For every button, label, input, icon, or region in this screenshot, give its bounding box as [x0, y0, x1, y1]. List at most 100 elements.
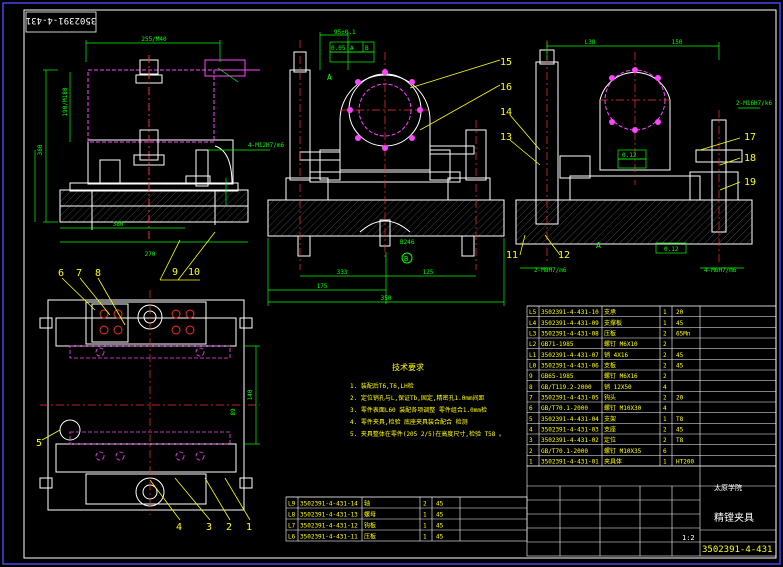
part-bottom-mat: 45 [436, 534, 444, 541]
part-right-code: GB71-1985 [541, 341, 574, 348]
part-right-no: 4 [529, 427, 533, 434]
right-view-dims [520, 42, 760, 269]
tol-datum-b: B [365, 45, 369, 52]
dim-4m8: 4-M6H7/m6 [704, 267, 737, 274]
part-right-qty: 1 [663, 459, 667, 466]
note-line-5: 5. 夹具整体在零件(205 2/5)在高度尺寸,检验 T58 。 [350, 430, 505, 438]
callout-9: 9 [172, 267, 178, 278]
part-bottom-mat: 45 [436, 512, 444, 519]
part-bottom-no: L9 [288, 501, 296, 508]
part-right-name: 销 4X16 [604, 351, 628, 359]
dim-190: 190/M180 [62, 87, 69, 116]
callout-5: 5 [36, 438, 42, 449]
front-view [59, 55, 260, 240]
part-right-code: 3502391-4-431-10 [541, 309, 599, 316]
part-bottom-mat: 45 [436, 523, 444, 530]
part-right-qty: 1 [663, 416, 667, 423]
tol-box-text: 0.05 A B 95±0.1 175 350 333 125 B246 [317, 29, 434, 302]
part-right-no: L3 [529, 331, 537, 338]
plan-view-centers [40, 290, 260, 515]
dim-380-v: 380 [37, 144, 44, 155]
dim-150: 150 [672, 39, 683, 46]
part-right-name: 支撑板 [604, 319, 622, 327]
part-right-code: 3502391-4-431-04 [541, 416, 599, 423]
part-right-mat: 45 [676, 363, 684, 370]
tol-datum-a: A [350, 45, 354, 52]
part-bottom-qty: 2 [423, 501, 427, 508]
part-right-name: 支承 [604, 308, 616, 316]
dim-2m: 2-M16H7/k6 [736, 100, 773, 107]
part-right-mat: T8 [676, 437, 684, 444]
side-view [267, 51, 505, 257]
part-right-qty: 2 [663, 331, 667, 338]
title-block-grid [526, 465, 777, 557]
front-view-dims [34, 40, 270, 243]
part-right-name: 螺钉 M6X16 [604, 372, 638, 380]
notes-title: 技术要求 [392, 362, 424, 372]
dim-380: 380 [113, 221, 124, 228]
part-right-qty: 2 [663, 341, 667, 348]
part-right-no: 8 [529, 384, 533, 391]
title-block-text: 太原学院 精镗夹具 3502391-4-431 1:2 [682, 483, 772, 555]
dim-140: 140 [247, 389, 254, 400]
plan-view [39, 299, 253, 511]
part-bottom-mat: 45 [436, 501, 444, 508]
side-view-holes [347, 69, 423, 151]
callout-7: 7 [76, 268, 82, 279]
part-right-name: 螺钉 M10X35 [604, 447, 642, 455]
note-line-2: 2. 定位销孔与L,保证Tb,固定,精密孔1.0mm间距 [350, 394, 485, 402]
part-right-no: L1 [529, 352, 537, 359]
part-right-mat: 45 [676, 427, 684, 434]
part-right-no: 5 [529, 416, 533, 423]
note-line-4: 4. 零件夹具,检验 底座夹具装合配合 检测 [350, 418, 468, 426]
part-right-code: 3502391-4-431-02 [541, 437, 599, 444]
right-view-centers [546, 40, 720, 262]
title-stamp: 3502391-4-431 [26, 15, 96, 25]
part-right-mat: T8 [676, 416, 684, 423]
part-right-code: GB/T70.1-2000 [541, 448, 588, 455]
dim-012: 0.12 [664, 246, 679, 253]
part-right-code: 3502391-4-431-09 [541, 320, 599, 327]
title-drawing-name: 精镗夹具 [714, 511, 754, 524]
part-bottom-no: L7 [288, 523, 296, 530]
part-right-code: 3502391-4-431-08 [541, 331, 599, 338]
technical-notes: 技术要求 1. 装配后T6,T6,LH检 2. 定位销孔与L,保证Tb,固定,精… [350, 362, 505, 438]
part-right-no: 1 [529, 459, 533, 466]
part-right-qty: 4 [663, 405, 667, 412]
part-bottom-qty: 1 [423, 534, 427, 541]
plan-view-holes [99, 309, 195, 335]
part-right-code: 3502391-4-431-05 [541, 395, 599, 402]
dim-255: 255/M40 [141, 36, 167, 43]
part-right-qty: 2 [663, 363, 667, 370]
part-right-name: 压板 [604, 330, 616, 338]
part-right-name: 支架 [604, 415, 616, 423]
part-right-qty: 4 [663, 384, 667, 391]
part-right-qty: 2 [663, 427, 667, 434]
dim-333: 333 [337, 269, 348, 276]
part-right-qty: 2 [663, 437, 667, 444]
part-right-code: GB/T119.2-2000 [541, 384, 592, 391]
part-bottom-name: 钩板 [364, 522, 376, 530]
part-right-no: L0 [529, 363, 537, 370]
tol2-value: 0.12 [622, 152, 637, 159]
dim-b246: B246 [400, 239, 415, 246]
part-right-name: 夹具体 [604, 458, 622, 466]
part-bottom-name: 轴 [364, 500, 370, 508]
part-right-mat: 45 [676, 352, 684, 359]
dim-125: 125 [423, 269, 434, 276]
part-right-name: 销 12X50 [604, 383, 632, 391]
right-view-dim-text: L38 150 2-M16H7/k6 0.12 0.12 2-M8H7/m6 4… [534, 39, 773, 274]
part-right-name: 螺钉 M10X30 [604, 404, 642, 412]
mark-a-right: A [596, 241, 601, 250]
mark-a: A [327, 73, 332, 82]
part-bottom-code: 3502391-4-431-13 [300, 512, 358, 519]
part-right-no: 9 [529, 373, 533, 380]
part-right-mat: 20 [676, 309, 684, 316]
dim-89: 89 [230, 408, 237, 416]
part-right-name: 螺钉 M6X10 [604, 340, 638, 348]
part-right-code: 3502391-4-431-06 [541, 363, 599, 370]
callout-18: 18 [744, 153, 756, 164]
callouts-front [159, 231, 216, 281]
